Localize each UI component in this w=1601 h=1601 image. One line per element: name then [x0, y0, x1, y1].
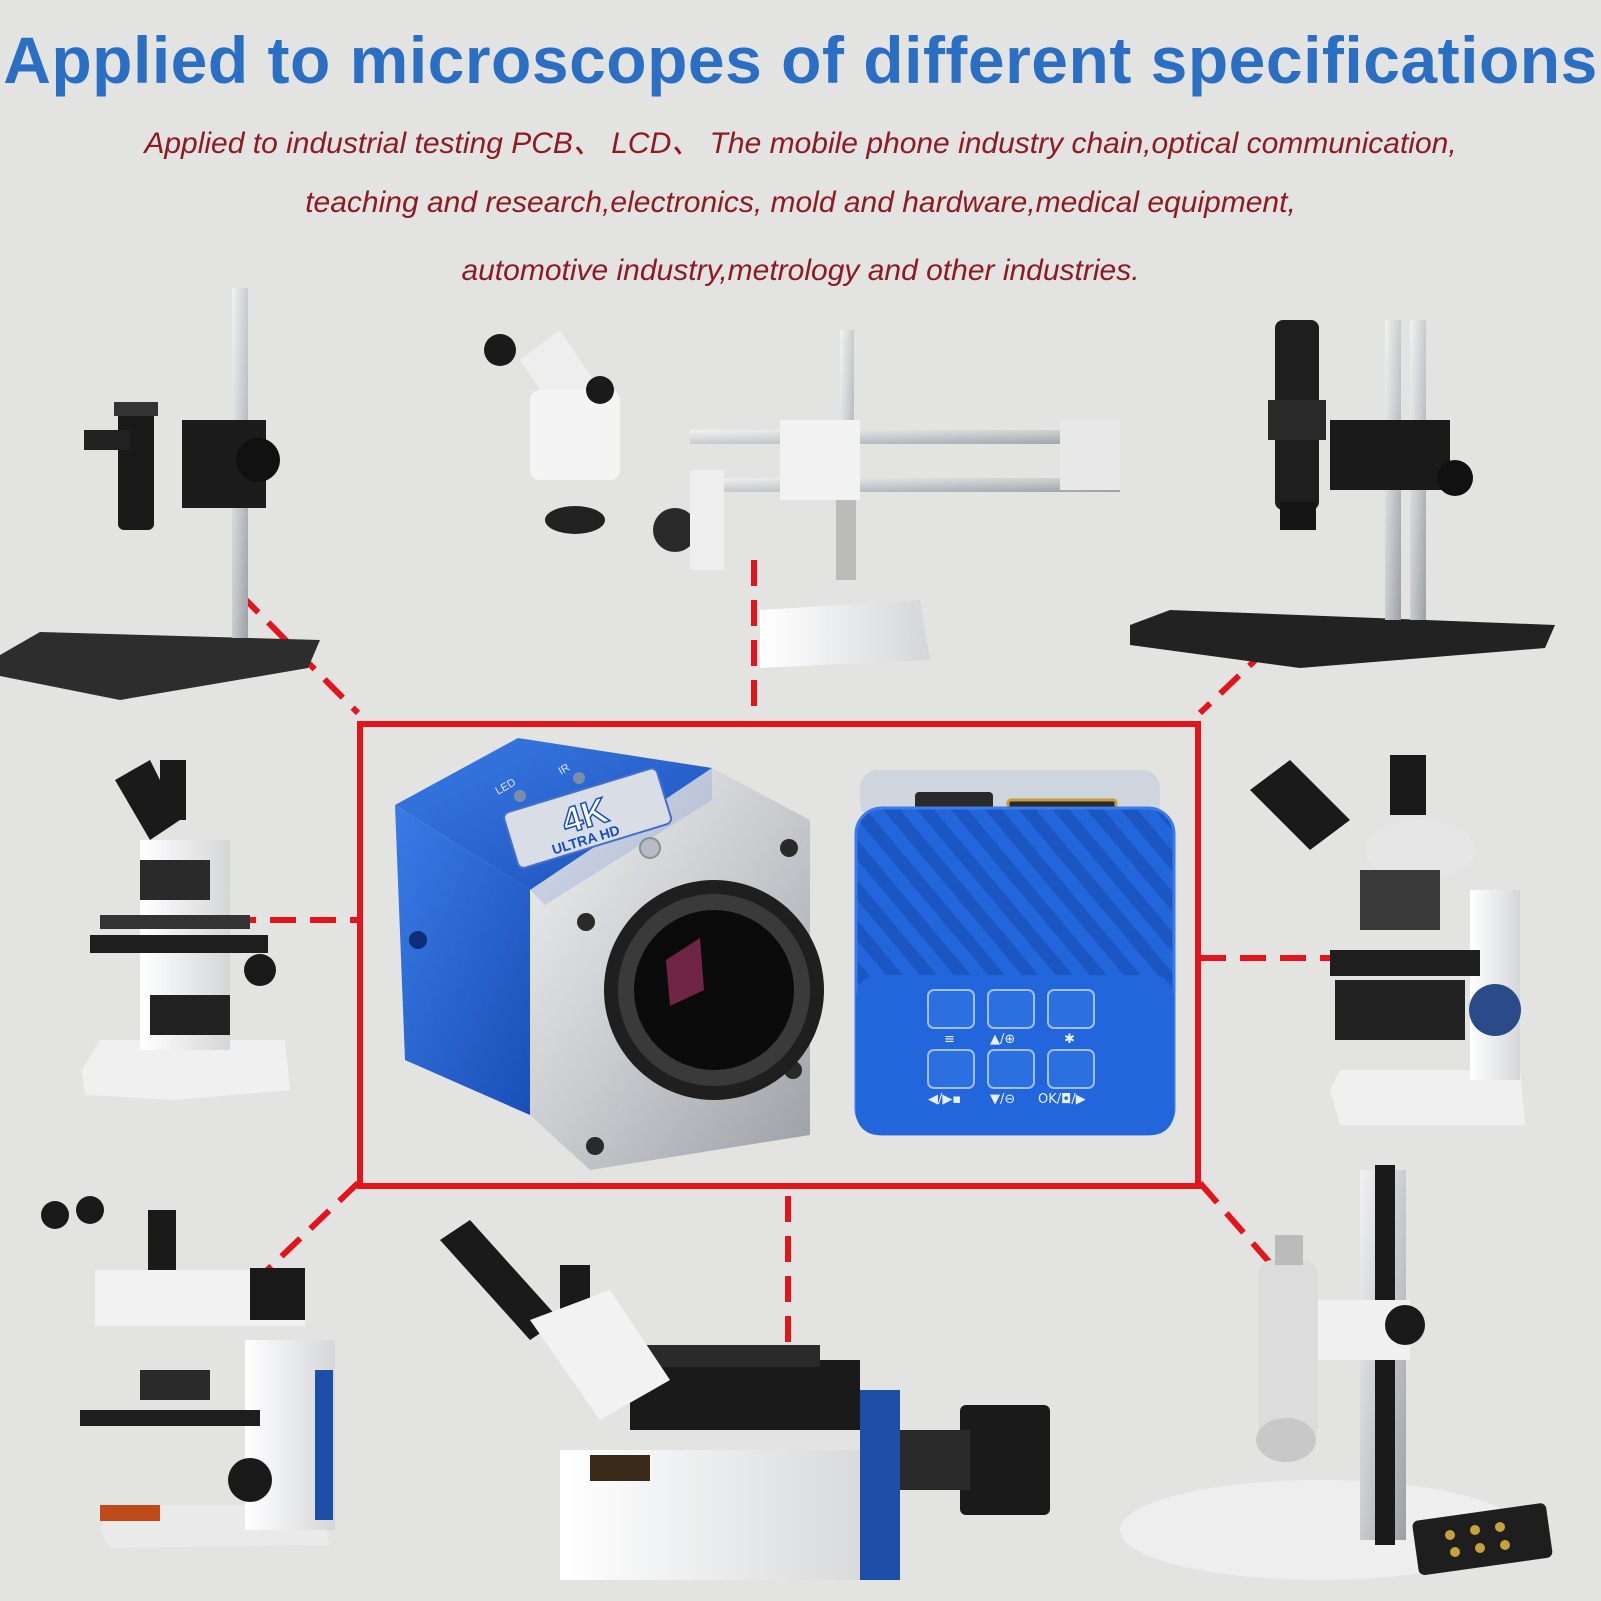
- led-indicator: [514, 790, 526, 802]
- microscope-biological-right: [1250, 755, 1525, 1125]
- microscope-stand-top-left: [0, 288, 320, 700]
- camera-right: ≡ ▲/⊕ ✱ ◀/▶▪ ▼/⊖ OK/◘/▶: [854, 770, 1176, 1136]
- button-panel: ≡ ▲/⊕ ✱ ◀/▶▪ ▼/⊖ OK/◘/▶: [927, 989, 1095, 1107]
- subtitle-line-1: Applied to industrial testing PCB、 LCD、 …: [144, 127, 1457, 160]
- microscope-inverted-bottom-center: [440, 1220, 1050, 1580]
- ir-label: IR: [557, 762, 573, 778]
- microscope-stereo-boom-top-center: [484, 330, 1120, 668]
- microscope-biological-left: [82, 760, 290, 1100]
- side-screw: [409, 931, 427, 949]
- up-zoom-button[interactable]: [987, 989, 1035, 1029]
- left-record-button[interactable]: [927, 1049, 975, 1089]
- ir-indicator: [573, 772, 585, 784]
- microscope-measuring-bottom-right: [1120, 1165, 1553, 1580]
- subtitle-line-2: teaching and research,electronics, mold …: [305, 186, 1296, 219]
- button-label-up-zoom: ▲/⊕: [990, 1032, 1015, 1047]
- camera-left: LED IR 4K ULTRA HD: [395, 738, 824, 1170]
- microscope-metallurgical-bottom-left: [41, 1196, 335, 1548]
- menu-button[interactable]: [927, 989, 975, 1029]
- ok-capture-button[interactable]: [1047, 1049, 1095, 1089]
- tripod-hole: [639, 837, 661, 859]
- button-label-settings: ✱: [1064, 1032, 1075, 1047]
- settings-button[interactable]: [1047, 989, 1095, 1029]
- button-label-menu: ≡: [944, 1032, 955, 1047]
- product-frame: [357, 721, 1201, 1189]
- page-title: Applied to microscopes of different spec…: [3, 23, 1598, 97]
- badge-4k: [503, 767, 673, 869]
- subtitle-line-3: automotive industry,metrology and other …: [461, 254, 1140, 287]
- down-zoom-button[interactable]: [987, 1049, 1035, 1089]
- button-label-left-record: ◀/▶▪: [928, 1092, 961, 1107]
- button-label-ok-capture: OK/◘/▶: [1038, 1092, 1086, 1107]
- button-label-down-zoom: ▼/⊖: [990, 1092, 1015, 1107]
- microscope-stand-top-right: [1130, 320, 1555, 668]
